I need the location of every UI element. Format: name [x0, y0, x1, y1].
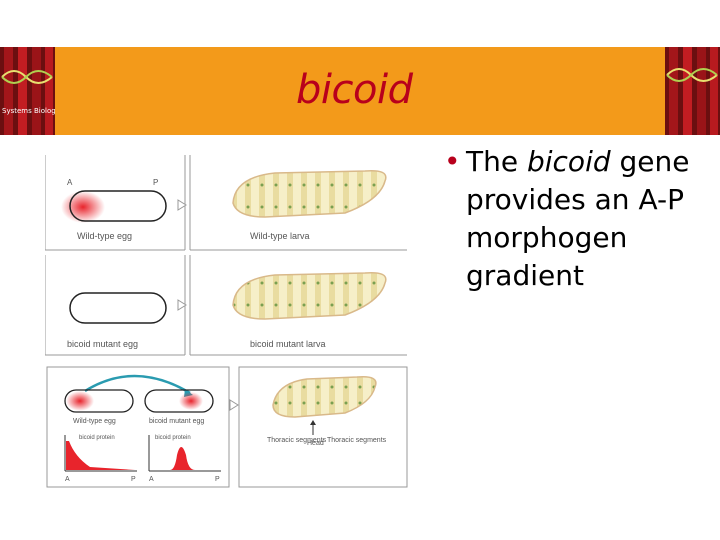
bullet-text: The bicoid gene provides an A-P morphoge…	[466, 145, 690, 292]
egg-label: Wild-type egg	[73, 418, 116, 425]
axis-a-label: A	[67, 178, 73, 187]
egg-shape	[64, 389, 134, 413]
axis-p-label: P	[215, 476, 220, 483]
head-label: Head	[307, 440, 324, 447]
slide-title: bicoid	[296, 67, 413, 113]
morphogen-spot	[66, 391, 94, 411]
egg-label: Wild-type egg	[77, 231, 132, 241]
egg-label: bicoid mutant egg	[149, 418, 204, 425]
systems-biology-logo-right	[665, 47, 720, 135]
thoracic-label-left: Thoracic segments	[267, 437, 327, 444]
dna-logo-icon	[665, 47, 720, 135]
logo-text: Systems Biology	[2, 107, 55, 115]
dna-logo-icon	[0, 47, 55, 135]
row-wild-type: A P Wild-type egg Wild-type larva	[45, 155, 407, 251]
larva-shape	[232, 271, 387, 320]
gradient-plot-wild-type	[66, 441, 135, 470]
arrow-icon	[229, 399, 239, 411]
row-bicoid-mutant: bicoid mutant egg bicoid mutant larva	[45, 255, 407, 356]
systems-biology-logo-left: Systems Biology	[0, 47, 55, 135]
thoracic-label-right: Thoracic segments	[327, 437, 387, 444]
title-banner: Systems Biology bicoid	[0, 47, 720, 135]
larva-label: Wild-type larva	[250, 231, 310, 241]
larva-label: bicoid mutant larva	[250, 339, 326, 349]
axis-a-label: A	[149, 476, 154, 483]
row-transplant: Wild-type egg bicoid mutant egg bicoid p…	[46, 366, 408, 488]
axis-p-label: P	[153, 178, 158, 187]
larva-shape	[232, 169, 387, 218]
gradient-plot-mutant	[170, 447, 195, 470]
axis-p-label: P	[131, 476, 136, 483]
bicoid-figure: A P Wild-type egg Wild-type larva bicoid…	[45, 155, 408, 488]
arrow-icon	[177, 299, 187, 311]
egg-shape	[144, 389, 214, 413]
plot-label: bicoid protein	[155, 435, 191, 441]
larva-shape	[272, 375, 377, 418]
egg-label: bicoid mutant egg	[67, 339, 138, 349]
morphogen-spot	[61, 191, 105, 223]
axis-a-label: A	[65, 476, 70, 483]
egg-shape	[69, 190, 167, 222]
plot-label: bicoid protein	[79, 435, 115, 441]
bullet-marker: •	[444, 145, 461, 178]
morphogen-spot	[179, 392, 203, 410]
transfer-arrow	[84, 374, 191, 395]
egg-shape	[69, 292, 167, 324]
arrow-up-icon	[310, 420, 316, 425]
arrow-icon	[177, 199, 187, 211]
